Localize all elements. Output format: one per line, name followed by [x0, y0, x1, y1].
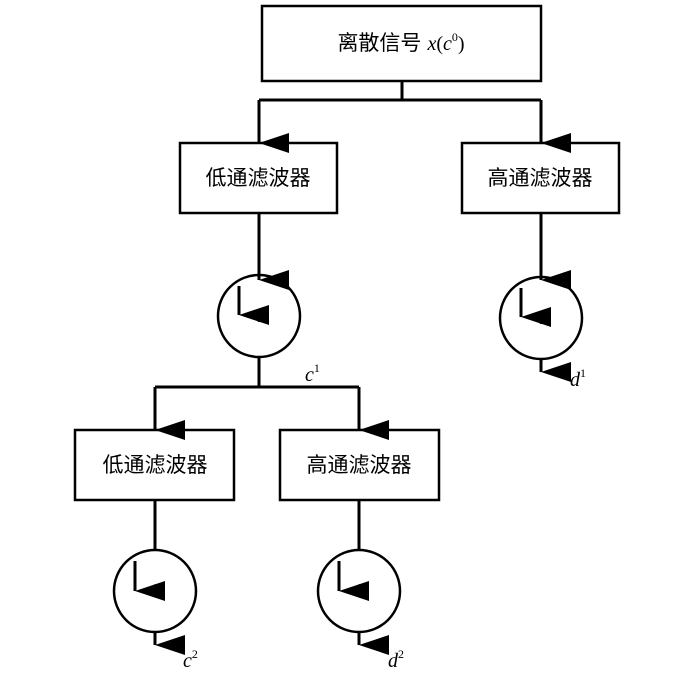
d2-label: d2: [388, 647, 404, 672]
l1-high-filter-label: 高通滤波器: [488, 166, 593, 190]
l2-low-down-factor: 2: [153, 580, 163, 602]
l1-high-down-factor: 2: [539, 307, 549, 329]
l1-low-filter-label: 低通滤波器: [206, 166, 311, 190]
l2-low-filter-label: 低通滤波器: [103, 453, 208, 477]
l2-high-down-factor: 2: [357, 580, 367, 602]
c1-label: c1: [305, 361, 320, 386]
d1-label: d1: [570, 366, 586, 391]
l1-low-down-factor: 2: [257, 305, 267, 327]
l2-high-filter-label: 高通滤波器: [307, 453, 412, 477]
c2-label: c2: [183, 647, 198, 672]
